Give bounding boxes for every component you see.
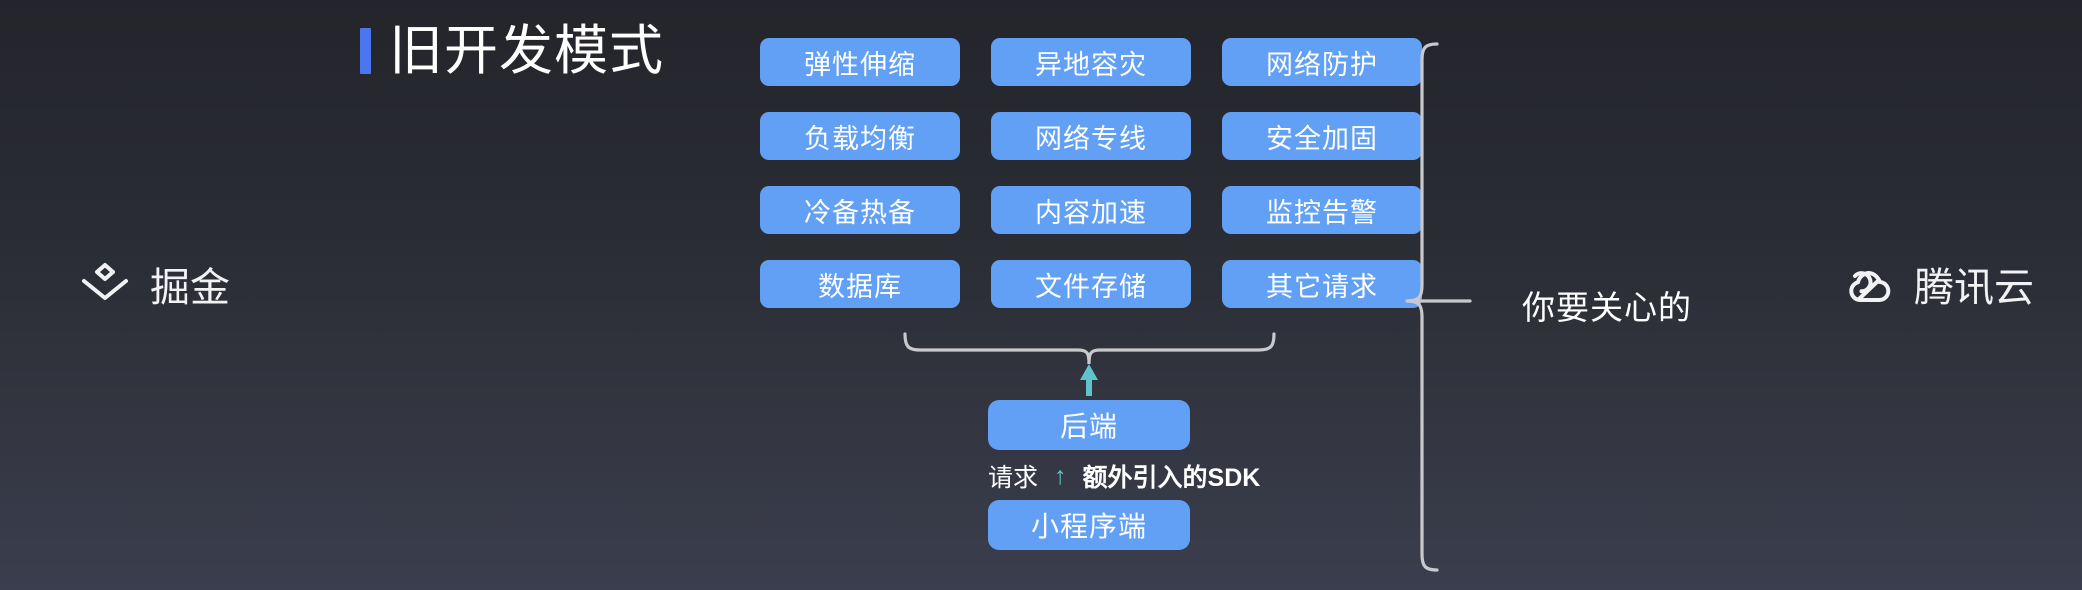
backend-node[interactable]: 后端 [988, 400, 1190, 450]
service-chip[interactable]: 其它请求 [1222, 260, 1422, 308]
service-chip[interactable]: 负载均衡 [760, 112, 960, 160]
juejin-logo-icon [78, 262, 132, 313]
sdk-label: 额外引入的SDK [1082, 464, 1261, 492]
service-chip[interactable]: 数据库 [760, 260, 960, 308]
request-label: 请求 [988, 464, 1039, 492]
sdk-caption-row: 请求 ↑ 额外引入的SDK [988, 458, 1318, 494]
service-chip[interactable]: 文件存储 [991, 260, 1191, 308]
juejin-brand: 掘金 [78, 262, 230, 313]
service-grid: 弹性伸缩 异地容灾 网络防护 负载均衡 网络专线 安全加固 冷备热备 内容加速 … [760, 38, 1422, 308]
backend-to-grid-arrow [1080, 364, 1098, 396]
service-chip[interactable]: 弹性伸缩 [760, 38, 960, 86]
juejin-brand-name: 掘金 [150, 265, 230, 310]
service-chip[interactable]: 监控告警 [1222, 186, 1422, 234]
service-chip[interactable]: 网络专线 [991, 112, 1191, 160]
scope-brace-caption: 你要关心的 [1522, 289, 1692, 326]
service-chip[interactable]: 网络防护 [1222, 38, 1422, 86]
service-chip[interactable]: 异地容灾 [991, 38, 1191, 86]
page-title: 旧开发模式 [360, 22, 664, 80]
title-accent-bar [360, 28, 371, 74]
service-chip[interactable]: 安全加固 [1222, 112, 1422, 160]
tencent-cloud-brand-name: 腾讯云 [1914, 265, 2034, 310]
miniprogram-node[interactable]: 小程序端 [988, 500, 1190, 550]
title-text: 旧开发模式 [389, 21, 664, 81]
request-up-arrow-icon: ↑ [1054, 461, 1067, 490]
tencent-cloud-brand: 腾讯云 [1838, 262, 2034, 313]
grid-brace [903, 332, 1276, 365]
service-chip[interactable]: 内容加速 [991, 186, 1191, 234]
tencent-cloud-logo-icon [1838, 262, 1898, 313]
service-chip[interactable]: 冷备热备 [760, 186, 960, 234]
